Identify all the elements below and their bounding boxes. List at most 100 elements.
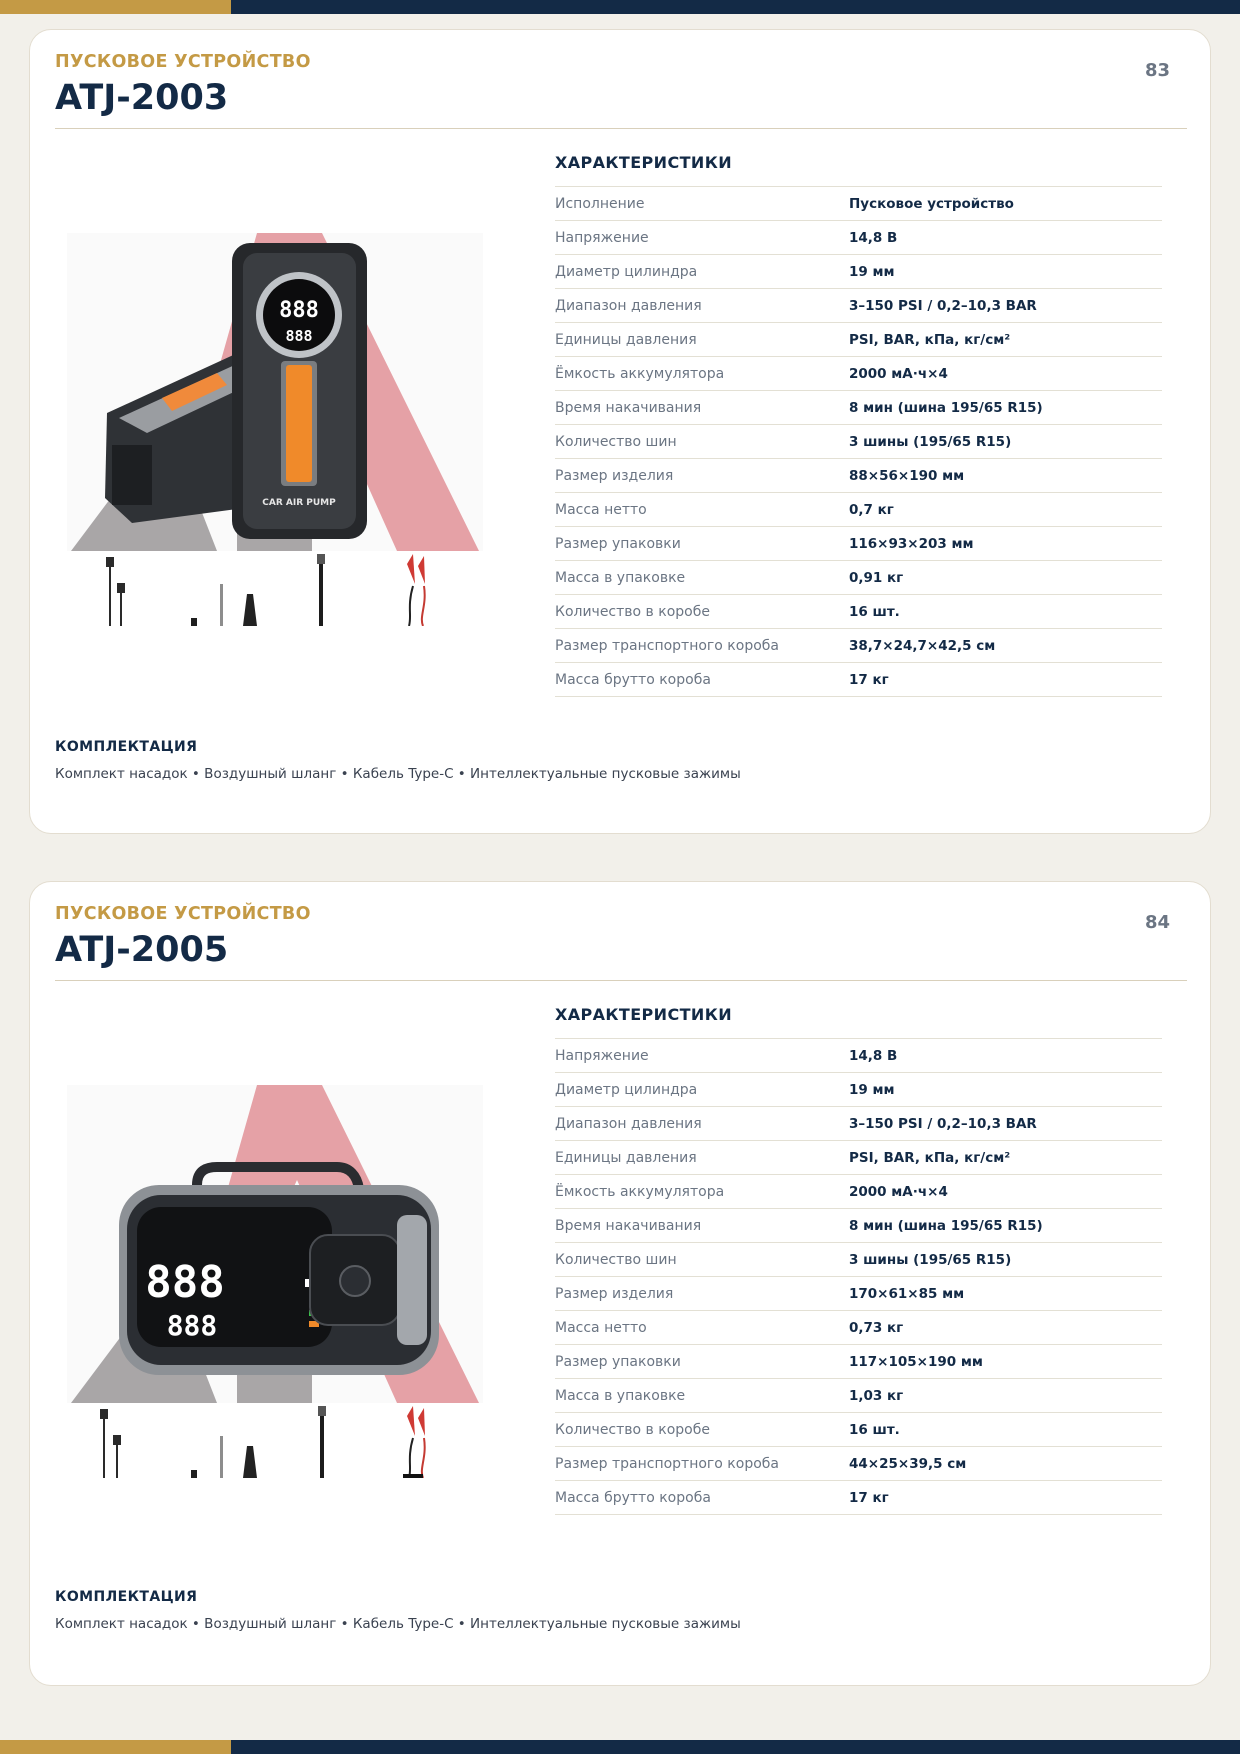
spec-value: 2000 мА·ч×4 xyxy=(849,365,948,382)
product-model: ATJ-2003 xyxy=(55,78,229,118)
spec-value: 0,73 кг xyxy=(849,1319,904,1336)
kit-contents: Комплект насадок • Воздушный шланг • Каб… xyxy=(55,1616,741,1632)
spec-label: Время накачивания xyxy=(555,1217,702,1234)
spec-value: 14,8 В xyxy=(849,1047,898,1064)
spec-value: Пусковое устройство xyxy=(849,195,1014,212)
spec-row: Масса брутто короба 17 кг xyxy=(555,1481,1162,1515)
spec-row: Время накачивания 8 мин (шина 195/65 R15) xyxy=(555,1209,1162,1243)
spec-row: Исполнение Пусковое устройство xyxy=(555,187,1162,221)
spec-value: 0,91 кг xyxy=(849,569,904,586)
spec-value: 17 кг xyxy=(849,671,889,688)
spec-label: Исполнение xyxy=(555,195,645,212)
product-photo: 888 888 CAR AIR PUMP xyxy=(67,233,483,551)
spec-value: 88×56×190 мм xyxy=(849,467,965,484)
spec-row: Масса брутто короба 17 кг xyxy=(555,663,1162,697)
spec-label: Масса брутто короба xyxy=(555,671,711,688)
spec-label: Масса нетто xyxy=(555,1319,647,1336)
specs-title: ХАРАКТЕРИСТИКИ xyxy=(555,153,732,172)
spec-value: 44×25×39,5 см xyxy=(849,1455,967,1472)
spec-value: 38,7×24,7×42,5 см xyxy=(849,637,996,654)
spec-row: Диаметр цилиндра 19 мм xyxy=(555,1073,1162,1107)
spec-row: Размер транспортного короба 44×25×39,5 см xyxy=(555,1447,1162,1481)
product-card-atj-2005: ПУСКОВОЕ УСТРОЙСТВО ATJ-2005 84 888 888 xyxy=(29,881,1211,1686)
spec-value: 0,7 кг xyxy=(849,501,894,518)
spec-row: Масса в упаковке 1,03 кг xyxy=(555,1379,1162,1413)
spec-value: 3–150 PSI / 0,2–10,3 BAR xyxy=(849,297,1037,314)
accessories-row xyxy=(100,1406,426,1478)
spec-value: PSI, BAR, кПа, кг/см² xyxy=(849,331,1011,348)
top-bar-navy-segment xyxy=(231,0,1240,14)
bottom-bar-navy-segment xyxy=(231,1740,1240,1754)
specs-title: ХАРАКТЕРИСТИКИ xyxy=(555,1005,732,1024)
spec-label: Масса брутто короба xyxy=(555,1489,711,1506)
bottom-decor-bar xyxy=(0,1740,1240,1754)
spec-label: Размер изделия xyxy=(555,1285,674,1302)
page-number: 84 xyxy=(1144,912,1170,933)
spec-value: 3 шины (195/65 R15) xyxy=(849,1251,1012,1268)
spec-label: Количество шин xyxy=(555,1251,677,1268)
spec-value: 16 шт. xyxy=(849,603,900,620)
spec-label: Масса в упаковке xyxy=(555,569,686,586)
spec-value: 1,03 кг xyxy=(849,1387,904,1404)
product-card-atj-2003: ПУСКОВОЕ УСТРОЙСТВО ATJ-2003 83 888 888 … xyxy=(29,29,1211,834)
spec-label: Диаметр цилиндра xyxy=(555,1081,698,1098)
spec-row: Масса нетто 0,73 кг xyxy=(555,1311,1162,1345)
device-front-view: 888 888 xyxy=(119,1162,439,1375)
spec-row: Масса в упаковке 0,91 кг xyxy=(555,561,1162,595)
spec-label: Время накачивания xyxy=(555,399,702,416)
product-category: ПУСКОВОЕ УСТРОЙСТВО xyxy=(55,52,311,72)
type-c-cable-icon xyxy=(106,557,125,626)
spec-label: Ёмкость аккумулятора xyxy=(555,1183,725,1200)
svg-text:888: 888 xyxy=(285,327,312,345)
header-divider xyxy=(55,128,1187,129)
spec-value: 117×105×190 мм xyxy=(849,1353,983,1370)
spec-label: Единицы давления xyxy=(555,331,697,348)
battery-clamps-icon xyxy=(407,554,426,626)
spec-label: Ёмкость аккумулятора xyxy=(555,365,725,382)
specs-table: Исполнение Пусковое устройство Напряжение… xyxy=(555,186,1162,697)
spec-value: PSI, BAR, кПа, кг/см² xyxy=(849,1149,1011,1166)
device-display-digits: 888 xyxy=(279,298,319,323)
spec-label: Размер упаковки xyxy=(555,535,681,552)
spec-value: 19 мм xyxy=(849,1081,895,1098)
device-front-view: 888 888 CAR AIR PUMP xyxy=(232,243,367,539)
device-side-view xyxy=(105,351,267,523)
type-c-cable-icon xyxy=(100,1409,121,1478)
spec-label: Масса в упаковке xyxy=(555,1387,686,1404)
spec-label: Размер транспортного короба xyxy=(555,1455,779,1472)
spec-value: 8 мин (шина 195/65 R15) xyxy=(849,399,1043,416)
spec-value: 8 мин (шина 195/65 R15) xyxy=(849,1217,1043,1234)
spec-row: Размер изделия 88×56×190 мм xyxy=(555,459,1162,493)
spec-value: 2000 мА·ч×4 xyxy=(849,1183,948,1200)
spec-label: Масса нетто xyxy=(555,501,647,518)
header-divider xyxy=(55,980,1187,981)
product-photo: 888 888 xyxy=(67,1085,483,1403)
spec-row: Количество шин 3 шины (195/65 R15) xyxy=(555,1243,1162,1277)
spec-label: Размер транспортного короба xyxy=(555,637,779,654)
top-decor-bar xyxy=(0,0,1240,14)
product-model: ATJ-2005 xyxy=(55,930,229,970)
spec-label: Размер изделия xyxy=(555,467,674,484)
spec-label: Количество шин xyxy=(555,433,677,450)
accessories-row xyxy=(106,554,426,626)
spec-value: 3–150 PSI / 0,2–10,3 BAR xyxy=(849,1115,1037,1132)
air-hose-icon xyxy=(318,1406,326,1478)
spec-value: 19 мм xyxy=(849,263,895,280)
spec-value: 170×61×85 мм xyxy=(849,1285,965,1302)
spec-value: 17 кг xyxy=(849,1489,889,1506)
spec-row: Масса нетто 0,7 кг xyxy=(555,493,1162,527)
kit-title: КОМПЛЕКТАЦИЯ xyxy=(55,739,198,755)
air-hose-icon xyxy=(317,554,325,626)
spec-label: Напряжение xyxy=(555,229,649,246)
bottom-bar-gold-segment xyxy=(0,1740,231,1754)
top-bar-gold-segment xyxy=(0,0,231,14)
